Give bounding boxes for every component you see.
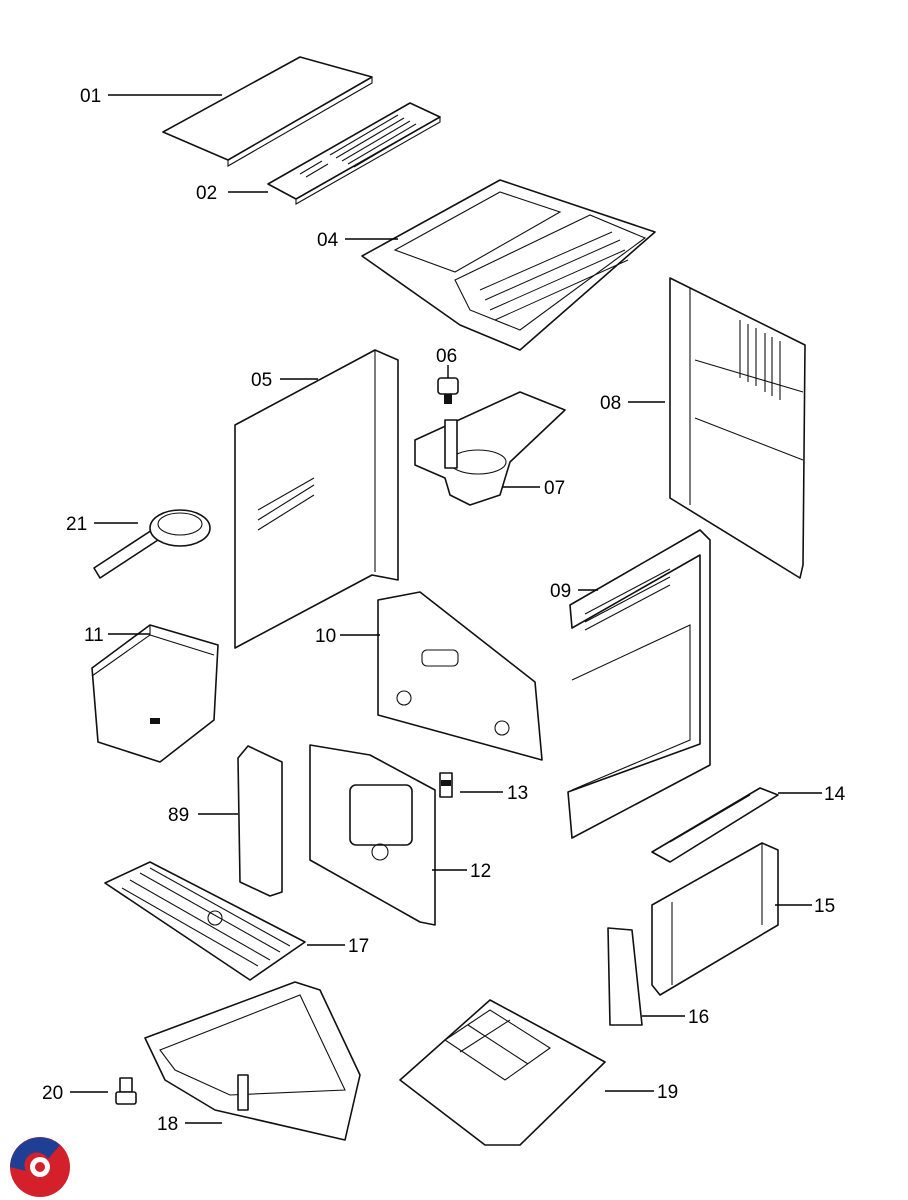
callout-13: 13 xyxy=(507,783,528,804)
callout-20: 20 xyxy=(42,1083,63,1104)
part-20-foot[interactable] xyxy=(115,1077,137,1105)
part-18-drip-tray[interactable] xyxy=(144,981,361,1141)
callout-09: 09 xyxy=(550,581,571,602)
leader-lines xyxy=(70,94,822,1124)
callout-01: 01 xyxy=(80,86,101,107)
callout-89: 89 xyxy=(168,805,189,826)
part-21-measuring-scoop[interactable] xyxy=(93,509,211,579)
part-16-side-cover[interactable] xyxy=(607,927,643,1026)
callout-07: 07 xyxy=(544,478,565,499)
callout-15: 15 xyxy=(814,896,835,917)
part-89-front-trim[interactable] xyxy=(237,745,283,897)
callout-11: 11 xyxy=(84,625,104,646)
part-07-funnel-hopper[interactable] xyxy=(414,391,566,506)
base-grid-19 xyxy=(444,1009,551,1081)
brand-logo-icon xyxy=(10,1137,70,1197)
callout-16: 16 xyxy=(688,1007,709,1028)
callout-19: 19 xyxy=(657,1082,678,1103)
part-17-drip-grille[interactable] xyxy=(104,861,306,981)
part-02-vent-cover[interactable] xyxy=(267,102,441,205)
callout-14: 14 xyxy=(824,784,846,805)
part-13-latch[interactable] xyxy=(439,772,453,798)
tray-holes-04 xyxy=(479,231,629,321)
part-08-rear-panel[interactable] xyxy=(669,277,806,579)
vent-slots-02 xyxy=(299,114,423,178)
part-01-top-lid[interactable] xyxy=(162,56,373,167)
callout-04: 04 xyxy=(317,230,339,251)
callout-05: 05 xyxy=(251,370,272,391)
part-15-water-tank[interactable] xyxy=(651,842,779,996)
callout-08: 08 xyxy=(600,393,621,414)
callout-labels: 01 02 04 05 06 07 08 09 10 11 12 13 14 1… xyxy=(42,86,846,1135)
callout-06: 06 xyxy=(436,346,457,367)
vent-slots-09 xyxy=(584,568,671,631)
part-06-knob[interactable] xyxy=(437,377,459,404)
part-11-grounds-container[interactable] xyxy=(91,624,219,763)
part-09-right-side-panel[interactable] xyxy=(567,529,711,839)
part-12-brew-unit-door[interactable] xyxy=(309,744,436,926)
part-04-cup-tray-top[interactable] xyxy=(361,179,656,351)
part-19-base-plate[interactable] xyxy=(399,999,606,1146)
part-10-control-panel[interactable] xyxy=(377,591,543,761)
callout-21: 21 xyxy=(66,514,87,535)
part-05-left-side-panel[interactable] xyxy=(234,349,399,649)
callout-17: 17 xyxy=(348,936,369,957)
callout-10: 10 xyxy=(315,626,336,647)
callout-12: 12 xyxy=(470,861,491,882)
callout-18: 18 xyxy=(157,1114,178,1135)
vent-slots-05 xyxy=(257,477,315,531)
callout-02: 02 xyxy=(196,183,217,204)
vent-slots-08 xyxy=(739,320,781,400)
part-14-tank-lid[interactable] xyxy=(651,787,779,863)
